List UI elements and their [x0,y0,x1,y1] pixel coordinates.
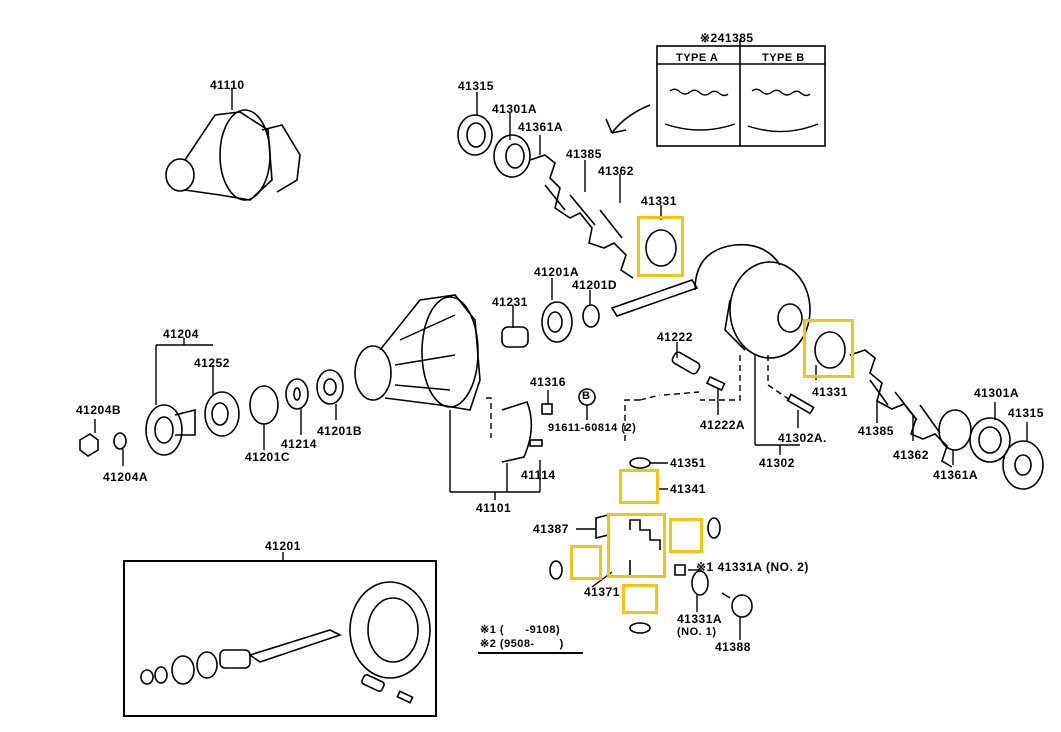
part-label-41331A-no1-sub: (NO. 1) [677,626,717,638]
part-label-41204[interactable]: 41204 [163,327,199,341]
footnote-2-mark: ※2 [480,638,497,650]
part-label-41301A-top[interactable]: 41301A [492,102,538,116]
part-41101-bracket-drawing [449,388,640,500]
part-label-41331A-no2[interactable]: ※1 41331A (NO. 2) [696,560,809,574]
part-label-41361A-top[interactable]: 41361A [518,120,564,134]
arrow-icon [605,104,651,134]
part-label-41385-right[interactable]: 41385 [858,424,894,438]
part-label-41214[interactable]: 41214 [281,437,317,451]
part-label-41222[interactable]: 41222 [657,330,693,344]
part-label-41114[interactable]: 41114 [521,468,556,482]
type-a-label: TYPE A [676,52,719,64]
type-inset-box [656,40,826,147]
part-label-41201A[interactable]: 41201A [534,265,580,279]
part-label-41302A[interactable]: 41302A. [778,431,827,445]
part-label-41315-top[interactable]: 41315 [458,79,494,93]
footnote-1: ※1 ( -9108) [480,625,560,636]
part-label-41362-right[interactable]: 41362 [893,448,929,462]
highlight-side-gear-left [570,545,602,580]
top-clutch-stack-drawing [457,92,677,279]
main-housing-drawing [354,294,481,411]
part-label-41101[interactable]: 41101 [476,501,512,515]
highlight-side-gear-right [669,518,703,553]
part-label-41388[interactable]: 41388 [715,640,751,654]
footnote-1-mark: ※1 [480,624,497,636]
part-label-41201[interactable]: 41201 [265,539,301,553]
part-label-41302[interactable]: 41302 [759,456,795,470]
highlight-41371-spider-cross [607,513,666,578]
footnote-1-text: ( -9108) [499,624,561,636]
left-pinion-parts-drawing [79,338,344,466]
part-label-41315-right[interactable]: 41315 [1008,406,1044,420]
part-label-41371[interactable]: 41371 [584,585,620,599]
right-clutch-stack-drawing [814,331,1044,490]
part-label-41385-type[interactable]: ※241385 [700,31,754,45]
part-label-41222A[interactable]: 41222A [700,418,746,432]
part-41201-box-drawing [123,552,437,717]
part-label-91611-60814[interactable]: 91611-60814 (2) [548,422,637,434]
highlight-side-gear-bottom [622,584,658,614]
part-label-41331-top[interactable]: 41331 [641,194,677,208]
part-label-41231[interactable]: 41231 [492,295,528,309]
part-label-41385-top[interactable]: 41385 [566,147,602,161]
callout-b-circle: B [582,390,591,402]
pinion-bearing-drawing [501,278,699,348]
part-label-41341[interactable]: 41341 [670,482,706,496]
part-label-41201C[interactable]: 41201C [245,450,291,464]
highlight-41331-top [637,216,684,277]
part-label-41316[interactable]: 41316 [530,375,566,389]
footnote-2-text: (9508- ) [499,638,564,650]
part-label-41351[interactable]: 41351 [670,456,706,470]
part-label-41301A-right[interactable]: 41301A [974,386,1020,400]
part-label-41361A-right[interactable]: 41361A [933,468,979,482]
part-label-41204A[interactable]: 41204A [103,470,149,484]
part-label-41204B[interactable]: 41204B [76,403,122,417]
part-label-41387[interactable]: 41387 [533,522,569,536]
type-b-label: TYPE B [762,52,805,64]
part-label-41362-top[interactable]: 41362 [598,164,634,178]
part-label-41201B[interactable]: 41201B [317,424,363,438]
part-41110-carrier-drawing [165,88,301,201]
spider-gear-parts-drawing [549,457,753,640]
part-41222-drawing [639,342,726,415]
highlight-41331-right [803,319,854,378]
highlight-41341 [619,469,659,504]
part-label-41201D[interactable]: 41201D [572,278,618,292]
part-label-41252[interactable]: 41252 [194,356,230,370]
differential-case-drawing [694,243,811,359]
footnote-2: ※2 (9508- ) [480,639,564,650]
part-label-41331A-no1[interactable]: 41331A [677,612,723,626]
part-label-41331-right[interactable]: 41331 [812,385,848,399]
part-label-41110[interactable]: 41110 [210,78,245,92]
part-41302-leader-lines [700,355,815,455]
